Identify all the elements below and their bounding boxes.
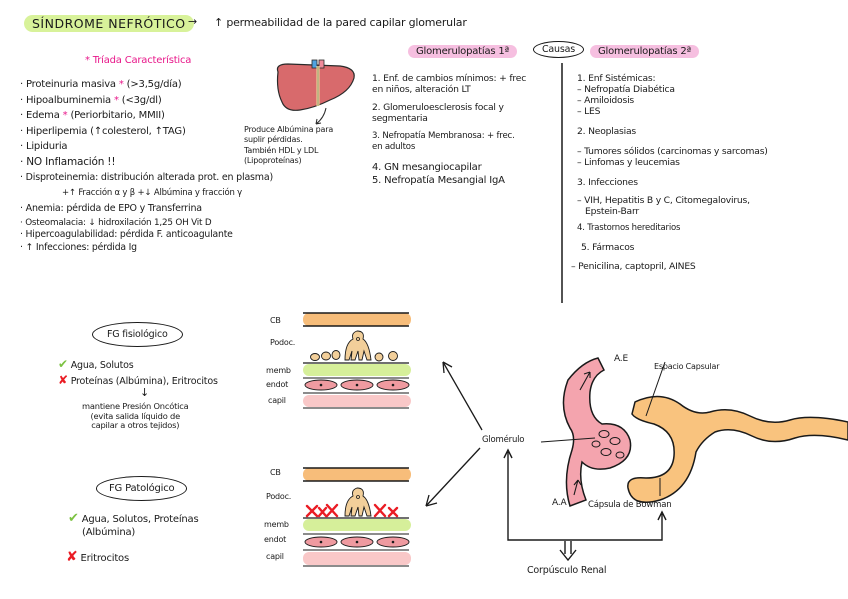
layer-label-podoc: Podoc. bbox=[270, 338, 296, 347]
list-item: 5. Fármacos bbox=[581, 242, 635, 253]
list-item: en niños, alteración LT bbox=[372, 84, 471, 95]
causes-divider bbox=[561, 63, 563, 303]
capsula-bowman-label: Cápsula de Bowman bbox=[588, 500, 672, 510]
list-item: – Nefropatía Diabética bbox=[577, 84, 675, 95]
glomerulopatias-1-list: 1. Enf. de cambios mínimos: + frec en ni… bbox=[372, 73, 526, 187]
feature-item: · Hipoalbuminemia * (<3g/dl) bbox=[20, 94, 162, 106]
list-item: – Penicilina, captopril, AINES bbox=[571, 261, 696, 272]
list-item: 2. Glomeruloesclerosis focal y bbox=[372, 102, 504, 113]
corpusculo-renal-label: Corpúsculo Renal bbox=[527, 565, 607, 576]
liver-caption: Produce Albúmina para suplir pérdidas. T… bbox=[244, 125, 334, 165]
page-title: SÍNDROME NEFRÓTICO bbox=[24, 15, 194, 32]
feature-item: · Hiperlipemia (↑colesterol, ↑TAG) bbox=[20, 125, 186, 137]
corpusculo-bracket bbox=[503, 448, 667, 562]
layer-capillary bbox=[303, 395, 411, 407]
bowman-capsule bbox=[627, 395, 848, 503]
layer-cb bbox=[303, 468, 411, 481]
layer-label-capil: capil bbox=[266, 552, 284, 561]
layer-label-endot: endot bbox=[266, 380, 289, 389]
layer-label-cb: CB bbox=[270, 468, 281, 477]
feature-item: · Disproteinemia: distribución alterada … bbox=[20, 172, 273, 183]
arrow-icon bbox=[425, 361, 483, 507]
feature-item: · Osteomalacia: ↓ hidroxilación 1,25 OH … bbox=[20, 217, 212, 228]
title-arrow: → bbox=[188, 15, 198, 28]
glomerulopatias-1-heading: Glomerulopatías 1ª bbox=[408, 45, 518, 58]
ae-label: A.E bbox=[614, 354, 628, 364]
hepatic-artery-icon bbox=[318, 59, 325, 69]
list-item: Epstein-Barr bbox=[585, 206, 639, 217]
podocyte bbox=[344, 487, 372, 517]
list-item: – VIH, Hepatitis B y C, Citomegalovirus, bbox=[577, 195, 750, 206]
layer-label-endot: endot bbox=[264, 535, 287, 544]
layer-capillary bbox=[303, 552, 411, 565]
cross-icon bbox=[305, 503, 399, 518]
liver-shape bbox=[276, 63, 355, 111]
list-item: 3. Nefropatía Membranosa: + frec. bbox=[372, 131, 515, 141]
arrow-icon bbox=[573, 371, 591, 496]
list-item: 4. GN mesangiocapilar bbox=[372, 162, 482, 173]
espacio-capsular-label: Espacio Capsular bbox=[654, 362, 720, 371]
feature-item: · ↑ Infecciones: pérdida Ig bbox=[20, 242, 137, 253]
layer-label-memb: memb bbox=[264, 520, 289, 529]
page-subtitle: ↑ permeabilidad de la pared capilar glom… bbox=[214, 16, 467, 29]
fg-fis-note: mantiene Presión Oncótica (evita salida … bbox=[82, 401, 189, 430]
list-item: 2. Neoplasias bbox=[577, 126, 637, 137]
cross-icon: ✘ bbox=[58, 373, 68, 387]
glomerulo-label: Glomérulo bbox=[482, 435, 525, 445]
pointer-lines bbox=[540, 361, 666, 496]
barrier-normal bbox=[303, 312, 411, 409]
fg-patologico-label: FG Patológico bbox=[96, 476, 188, 501]
liver-illustration bbox=[276, 59, 355, 125]
list-item: – Linfomas y leucemias bbox=[577, 157, 680, 168]
list-item: – Tumores sólidos (carcinomas y sarcomas… bbox=[577, 146, 768, 157]
triada-heading: * Tríada Característica bbox=[85, 55, 192, 66]
disproteinemia-detail: +↑ Fracción α y β +↓ Albúmina y fracción… bbox=[62, 187, 242, 198]
feature-item: · Proteinuria masiva * (>3,5g/día) bbox=[20, 79, 182, 90]
layer-label-cb: CB bbox=[270, 316, 281, 325]
aa-label: A.A bbox=[552, 498, 567, 508]
glomerular-loops bbox=[591, 430, 625, 459]
feature-item: · Edema * (Periorbitario, MMII) bbox=[20, 110, 165, 121]
check-icon: ✔ bbox=[68, 511, 79, 526]
fg-fis-block: ✘ Proteínas (Albúmina), Eritrocitos bbox=[58, 373, 218, 387]
check-icon: ✔ bbox=[58, 357, 68, 371]
down-arrow-icon: ↓ bbox=[140, 386, 150, 399]
list-item: 5. Nefropatía Mesangial IgA bbox=[372, 175, 505, 186]
podocytes bbox=[310, 330, 398, 362]
layer-membrane bbox=[303, 364, 411, 376]
features-list: · Proteinuria masiva * (>3,5g/día) · Hip… bbox=[20, 77, 273, 254]
renal-corpuscle-diagram bbox=[425, 357, 848, 562]
causas-label: Causas bbox=[533, 41, 584, 58]
barrier-pathologic bbox=[303, 467, 411, 567]
arrow-icon bbox=[315, 107, 327, 125]
cross-icon: ✘ bbox=[66, 549, 78, 565]
fg-pat-block: ✘ Eritrocitos bbox=[66, 549, 129, 565]
list-item: – LES bbox=[577, 106, 601, 117]
list-item: segmentaria bbox=[372, 113, 428, 124]
list-item: 1. Enf. de cambios mínimos: + frec bbox=[372, 73, 527, 84]
feature-item: · Anemia: pérdida de EPO y Transferrina bbox=[20, 203, 202, 214]
filtration-barrier-diagrams bbox=[303, 312, 411, 567]
feature-item: · NO Inflamación !! bbox=[20, 155, 116, 168]
list-item: 4. Trastornos hereditarios bbox=[577, 223, 681, 233]
fg-pat-pass: ✔ Agua, Solutos, Proteínas (Albúmina) bbox=[68, 511, 199, 538]
list-item: en adultos bbox=[372, 142, 416, 152]
arteriole bbox=[562, 357, 632, 507]
list-item: 1. Enf Sistémicas: bbox=[577, 73, 656, 84]
layer-cb bbox=[303, 313, 411, 326]
glomerulopatias-2-heading: Glomerulopatías 2ª bbox=[590, 45, 700, 58]
feature-item: · Hipercoagulabilidad: pérdida F. antico… bbox=[20, 228, 233, 240]
layer-label-memb: memb bbox=[266, 366, 291, 375]
list-item: – Amiloidosis bbox=[577, 95, 635, 106]
list-item: 3. Infecciones bbox=[577, 177, 638, 188]
layer-label-capil: capil bbox=[268, 396, 286, 405]
layer-label-podoc: Podoc. bbox=[266, 492, 292, 501]
glomerulopatias-2-list: 1. Enf Sistémicas: – Nefropatía Diabétic… bbox=[571, 73, 768, 272]
portal-vein-icon bbox=[311, 59, 318, 69]
fg-fisiologico-label: FG fisiológico bbox=[92, 322, 183, 347]
layer-membrane bbox=[303, 519, 411, 531]
feature-item: · Lipiduria bbox=[20, 141, 68, 152]
fg-fis-pass: ✔ Agua, Solutos bbox=[58, 357, 134, 371]
